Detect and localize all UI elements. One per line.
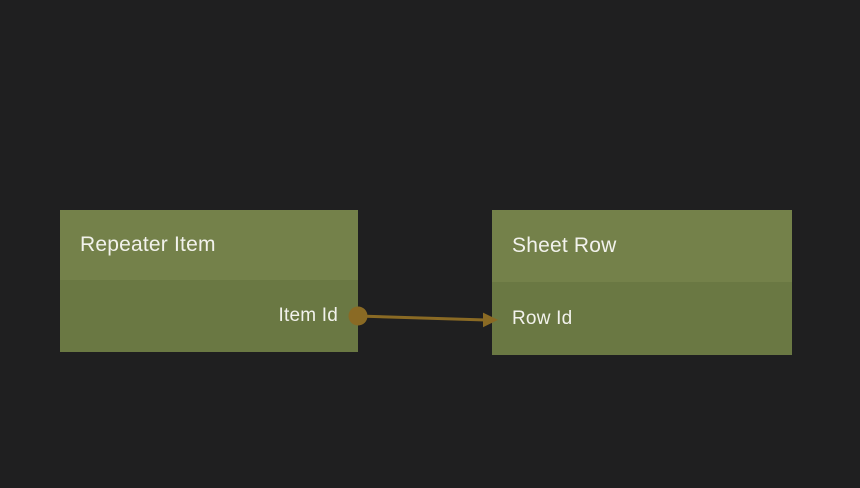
node-repeater-item[interactable]: Repeater Item Item Id — [60, 210, 358, 352]
node-sheet-row[interactable]: Sheet Row Row Id — [492, 210, 792, 355]
connection-line[interactable] — [357, 314, 487, 322]
node-repeater-item-header[interactable]: Repeater Item — [60, 210, 358, 280]
node-repeater-item-body: Item Id — [60, 280, 358, 352]
node-sheet-row-body: Row Id — [492, 282, 792, 355]
node-title: Sheet Row — [512, 234, 617, 257]
port-row-row-id[interactable]: Row Id — [492, 308, 792, 330]
port-label: Row Id — [512, 307, 573, 329]
node-title: Repeater Item — [80, 233, 216, 256]
node-sheet-row-header[interactable]: Sheet Row — [492, 210, 792, 282]
port-row-item-id[interactable]: Item Id — [60, 305, 358, 327]
port-label: Item Id — [278, 305, 338, 326]
